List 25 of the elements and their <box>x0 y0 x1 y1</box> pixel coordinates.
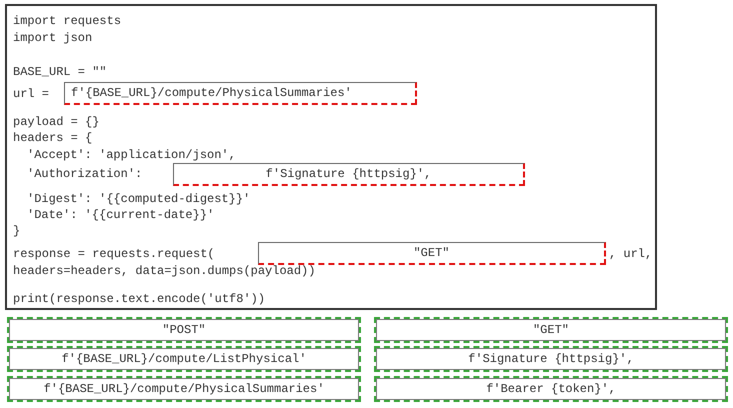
code-line: import json <box>13 31 92 45</box>
code-line: headers = { <box>13 131 92 145</box>
drop-zone: f'Signature {httpsig}', <box>173 163 525 186</box>
code-line: url = <box>13 87 50 101</box>
code-line: } <box>13 224 20 238</box>
code-line: 'Accept': 'application/json', <box>27 148 236 162</box>
code-line: 'Date': '{{current-date}}' <box>27 208 214 222</box>
code-line: 'Authorization': <box>27 167 142 181</box>
answer-option: f'{BASE_URL}/compute/PhysicalSummaries' <box>7 376 361 402</box>
drop-zone: "GET" <box>258 242 606 265</box>
answer-option: f'Signature {httpsig}', <box>374 346 728 372</box>
code-panel <box>5 4 657 310</box>
answer-option: "POST" <box>7 317 361 343</box>
answer-option: "GET" <box>374 317 728 343</box>
code-line: response = requests.request( <box>13 247 215 261</box>
code-line: 'Digest': '{{computed-digest}}' <box>27 192 250 206</box>
drop-zone: f'{BASE_URL}/compute/PhysicalSummaries' <box>64 82 417 105</box>
code-line: print(response.text.encode('utf8')) <box>13 292 266 306</box>
code-line: import requests <box>13 14 122 28</box>
answer-option: f'{BASE_URL}/compute/ListPhysical' <box>7 346 361 372</box>
code-line: BASE_URL = "" <box>13 65 107 79</box>
code-line: , url, <box>609 247 652 261</box>
code-line: payload = {} <box>13 115 100 129</box>
code-line: headers=headers, data=json.dumps(payload)) <box>13 264 316 278</box>
answer-option: f'Bearer {token}', <box>374 376 728 402</box>
